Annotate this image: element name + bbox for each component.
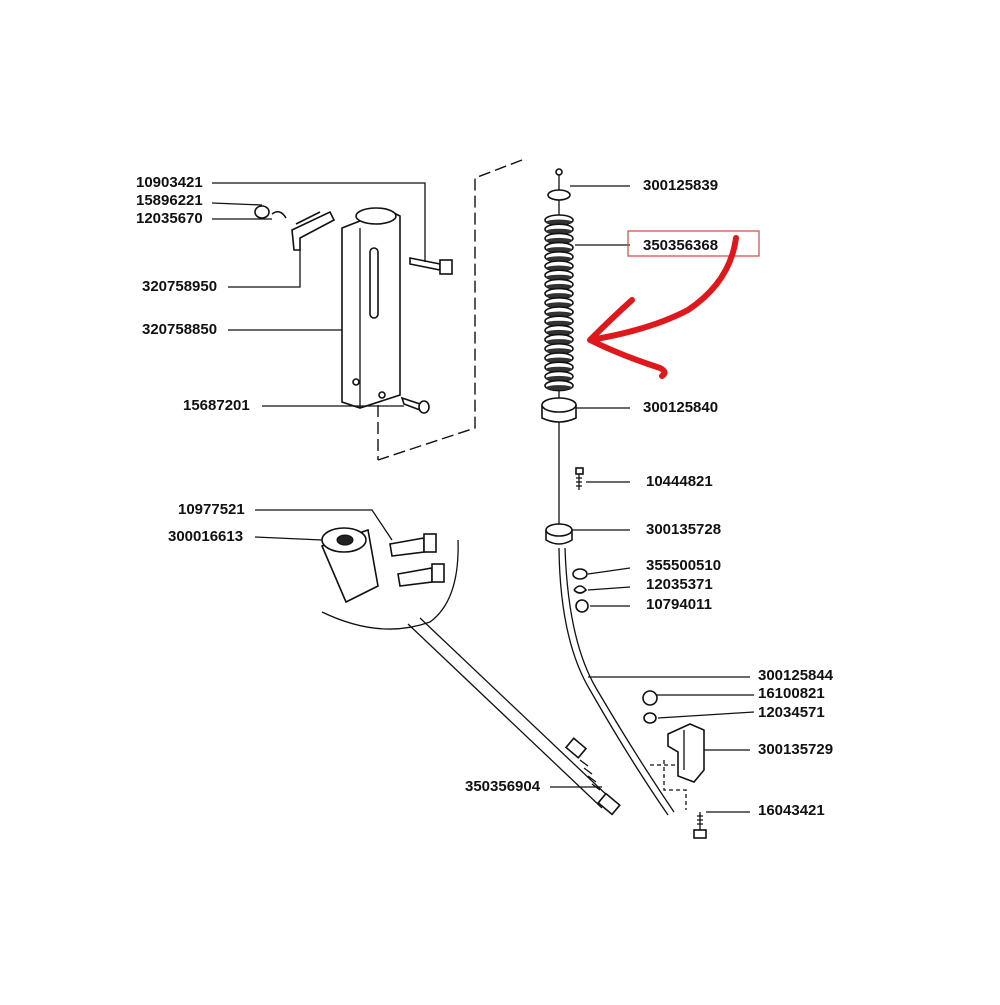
label-16100821: 16100821 bbox=[758, 685, 825, 702]
clip-part bbox=[291, 210, 336, 251]
ring-part bbox=[271, 210, 287, 219]
sleeve-part bbox=[320, 527, 379, 604]
label-12035670: 12035670 bbox=[136, 210, 203, 227]
label-10903421: 10903421 bbox=[136, 174, 203, 191]
spring-coil-shadow bbox=[546, 357, 572, 363]
highlight-arrow bbox=[587, 235, 739, 379]
spring-coil-shadow bbox=[546, 302, 572, 308]
label-10444821: 10444821 bbox=[646, 473, 713, 490]
label-320758950: 320758950 bbox=[142, 278, 217, 295]
washer-part-2 bbox=[643, 712, 657, 724]
highlight-box bbox=[627, 230, 760, 257]
nut-part-3 bbox=[642, 690, 658, 706]
label-300125844: 300125844 bbox=[758, 667, 834, 684]
spring-stack bbox=[544, 214, 574, 392]
label-15687201: 15687201 bbox=[183, 397, 250, 414]
spring-washer-part bbox=[573, 585, 588, 594]
spring-coil-shadow bbox=[546, 329, 572, 335]
label-300135729: 300135729 bbox=[758, 741, 833, 758]
spring-coil-shadow bbox=[546, 237, 572, 243]
label-12034571: 12034571 bbox=[758, 704, 825, 721]
spring-coil-shadow bbox=[546, 274, 572, 280]
detail-bubble bbox=[321, 539, 459, 630]
spring-coil-shadow bbox=[546, 256, 572, 262]
assembly-boundary bbox=[377, 159, 523, 461]
spring-coil-shadow bbox=[546, 228, 572, 234]
small-screw-part bbox=[575, 467, 584, 490]
label-16043421: 16043421 bbox=[758, 802, 825, 819]
label-10794011: 10794011 bbox=[646, 596, 712, 613]
spring-coil-shadow bbox=[546, 219, 572, 225]
spring-coil-shadow bbox=[546, 339, 572, 345]
clamp-block-part bbox=[545, 523, 573, 545]
spring-coil-shadow bbox=[546, 320, 572, 326]
label-320758850: 320758850 bbox=[142, 321, 217, 338]
label-300135728: 300135728 bbox=[646, 521, 721, 538]
spring-coil-shadow bbox=[546, 311, 572, 317]
spring-coil-shadow bbox=[546, 366, 572, 372]
collar-part bbox=[541, 397, 577, 423]
label-300016613: 300016613 bbox=[168, 528, 243, 545]
rod-end-part bbox=[564, 737, 621, 816]
label-300125839: 300125839 bbox=[643, 177, 718, 194]
label-15896221: 15896221 bbox=[136, 192, 203, 209]
clip-bracket-part bbox=[667, 723, 705, 783]
spring-coil-shadow bbox=[546, 283, 572, 289]
screw-part bbox=[400, 396, 430, 414]
label-12035371: 12035371 bbox=[646, 576, 713, 593]
set-screw-parts bbox=[389, 533, 445, 587]
bolt-part-2 bbox=[693, 812, 707, 839]
spring-coil-shadow bbox=[546, 293, 572, 299]
spring-coil-shadow bbox=[546, 265, 572, 271]
label-300125840: 300125840 bbox=[643, 399, 718, 416]
top-washer bbox=[547, 189, 571, 201]
rod-tip bbox=[555, 168, 563, 176]
label-10977521: 10977521 bbox=[178, 501, 245, 518]
label-350356904: 350356904 bbox=[465, 778, 541, 795]
label-350356368: 350356368 bbox=[643, 237, 718, 254]
washer-part bbox=[572, 568, 588, 580]
spring-coil-shadow bbox=[546, 247, 572, 253]
bolt-part bbox=[409, 257, 453, 275]
spring-coil-shadow bbox=[546, 385, 572, 391]
label-355500510: 355500510 bbox=[646, 557, 721, 574]
nut-part bbox=[254, 205, 270, 219]
spring-coil-shadow bbox=[546, 348, 572, 354]
spring-coil-shadow bbox=[546, 375, 572, 381]
tube-bracket bbox=[341, 207, 401, 409]
nut-part-2 bbox=[575, 599, 589, 613]
